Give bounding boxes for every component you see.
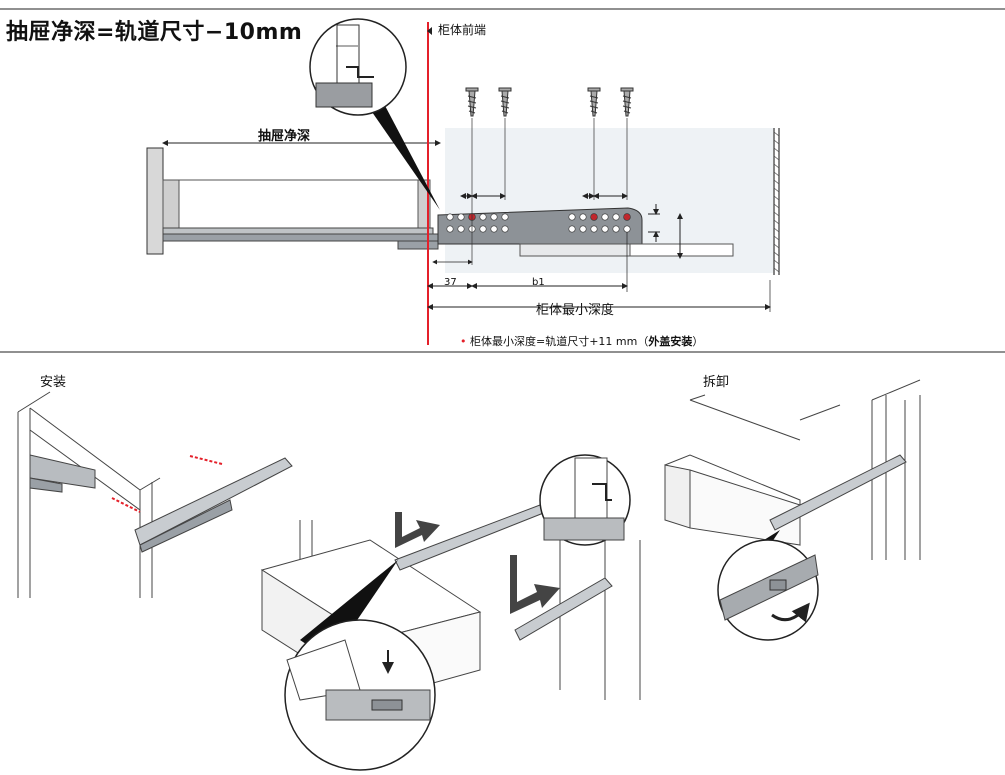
cabinet-back-wall: [773, 128, 780, 275]
remove-label: 拆卸: [703, 375, 730, 390]
screw-guide-lines: [471, 118, 628, 265]
drawer-rail-lower: [162, 233, 454, 242]
note-bullet: •: [460, 335, 467, 348]
slide-rail: [437, 207, 643, 245]
note-text: 柜体最小深度=轨道尺寸+11 mm（: [470, 335, 649, 348]
drawer-front-panel: [146, 147, 164, 255]
main-title: 抽屉净深=轨道尺寸−10mm: [6, 20, 303, 45]
remove-drawer: [664, 454, 801, 546]
install-screw-dash-1: [111, 497, 141, 513]
dim-b1: b1: [532, 277, 545, 288]
install-label: 安装: [40, 375, 67, 390]
screw-icons: [465, 87, 634, 117]
remove-rail: [769, 454, 907, 531]
rail-holes: [446, 213, 631, 233]
min-depth-note: • 柜体最小深度=轨道尺寸+11 mm（外盖安装）: [460, 333, 703, 349]
note-bold-text: 外盖安装: [648, 335, 693, 348]
drawer-bottom: [162, 227, 434, 235]
zoom-pointer: [372, 100, 440, 210]
cabinet-front-label: 柜体前端: [438, 23, 487, 37]
direction-arrows: [395, 512, 560, 614]
install-cabinet-illustration: [17, 391, 161, 598]
center-rails: [394, 504, 613, 641]
note-close: ）: [692, 335, 704, 348]
drawer-box: [162, 179, 431, 229]
install-rail-right: [134, 457, 293, 553]
dim-37: 37: [444, 277, 457, 288]
install-rail-left: [29, 454, 96, 493]
install-screw-dash-2: [189, 455, 223, 465]
